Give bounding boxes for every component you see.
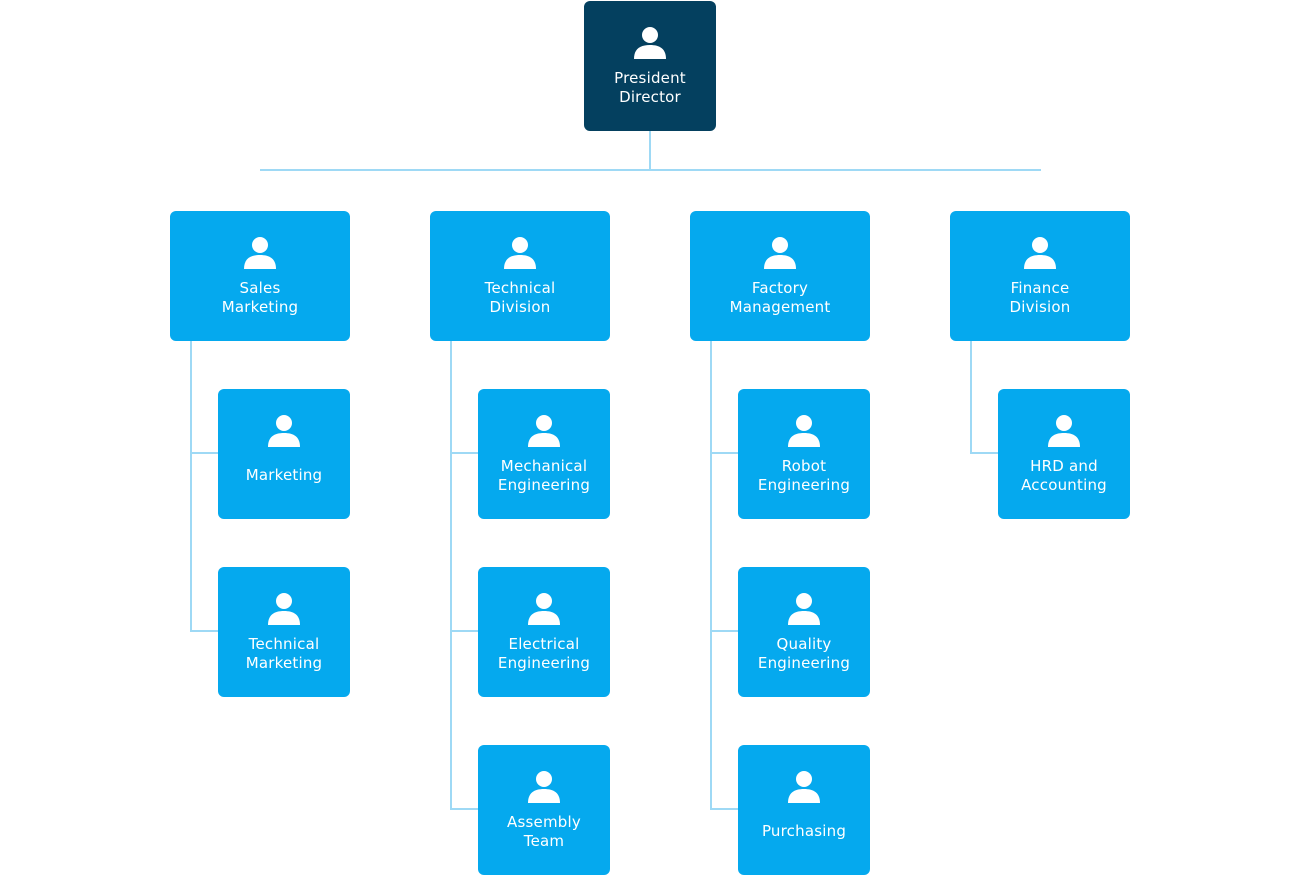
- node-president-director[interactable]: President Director: [584, 1, 716, 131]
- connector-branch: [970, 452, 998, 454]
- user-icon: [764, 237, 796, 269]
- user-icon: [268, 593, 300, 625]
- node-label: Electrical Engineering: [497, 635, 591, 672]
- node-technical-marketing[interactable]: Technical Marketing: [218, 567, 350, 697]
- connector-branch: [710, 630, 738, 632]
- node-label: Assembly Team: [507, 813, 581, 850]
- connector-branch: [450, 808, 478, 810]
- user-icon: [528, 415, 560, 447]
- user-icon: [528, 593, 560, 625]
- user-icon: [1048, 415, 1080, 447]
- node-label: Finance Division: [1009, 279, 1071, 316]
- user-icon: [788, 415, 820, 447]
- node-marketing[interactable]: Marketing: [218, 389, 350, 519]
- user-icon: [504, 237, 536, 269]
- node-finance-division[interactable]: Finance Division: [950, 211, 1130, 341]
- connector-branch: [710, 808, 738, 810]
- node-factory-management[interactable]: Factory Management: [690, 211, 870, 341]
- node-electrical-engineering[interactable]: Electrical Engineering: [478, 567, 610, 697]
- connector-branch: [190, 452, 218, 454]
- user-icon: [788, 771, 820, 803]
- connector-branch: [450, 452, 478, 454]
- node-label: Technical Marketing: [245, 635, 323, 672]
- node-quality-engineering[interactable]: Quality Engineering: [738, 567, 870, 697]
- connector-branch: [450, 630, 478, 632]
- node-sales-marketing[interactable]: Sales Marketing: [170, 211, 350, 341]
- node-label: Quality Engineering: [757, 635, 851, 672]
- node-hrd-and-accounting[interactable]: HRD and Accounting: [998, 389, 1130, 519]
- connector-branch: [190, 630, 218, 632]
- user-icon: [788, 593, 820, 625]
- node-label: Factory Management: [729, 279, 831, 316]
- node-label: Sales Marketing: [221, 279, 299, 316]
- node-label: Technical Division: [484, 279, 556, 316]
- connector-top-vertical: [649, 130, 651, 171]
- connector-division-4-vertical: [970, 340, 972, 454]
- user-icon: [1024, 237, 1056, 269]
- node-label: Purchasing: [761, 822, 847, 840]
- connector-division-2-vertical: [450, 340, 452, 810]
- connector-branch: [710, 452, 738, 454]
- user-icon: [528, 771, 560, 803]
- node-label: President Director: [614, 69, 686, 106]
- connector-horizontal: [260, 169, 1041, 171]
- node-label: HRD and Accounting: [1021, 457, 1107, 494]
- node-assembly-team[interactable]: Assembly Team: [478, 745, 610, 875]
- user-icon: [244, 237, 276, 269]
- node-label: Mechanical Engineering: [497, 457, 591, 494]
- user-icon: [634, 27, 666, 59]
- user-icon: [268, 415, 300, 447]
- connector-division-1-vertical: [190, 340, 192, 632]
- node-robot-engineering[interactable]: Robot Engineering: [738, 389, 870, 519]
- node-purchasing[interactable]: Purchasing: [738, 745, 870, 875]
- node-technical-division[interactable]: Technical Division: [430, 211, 610, 341]
- node-mechanical-engineering[interactable]: Mechanical Engineering: [478, 389, 610, 519]
- node-label: Robot Engineering: [757, 457, 851, 494]
- connector-division-3-vertical: [710, 340, 712, 810]
- node-label: Marketing: [245, 466, 323, 484]
